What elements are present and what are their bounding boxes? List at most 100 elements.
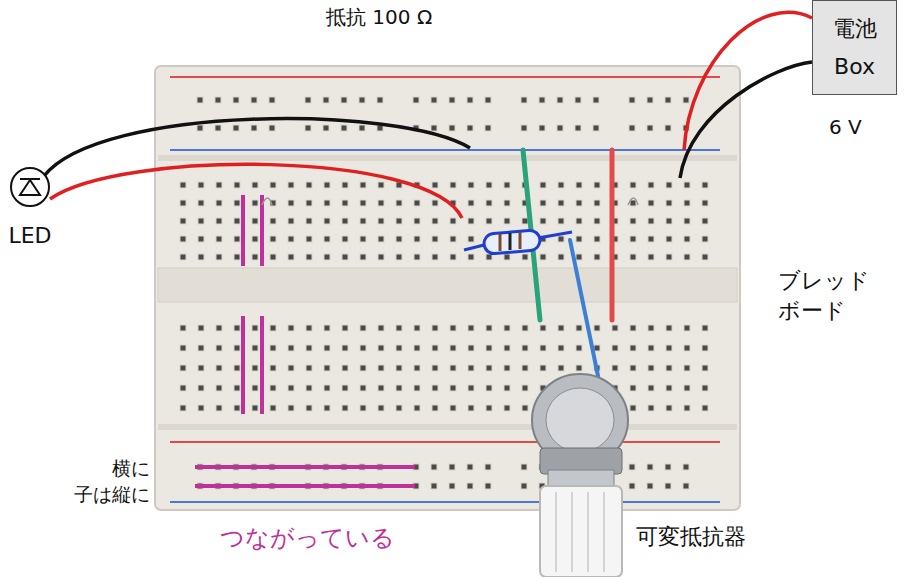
breadboard-hole	[323, 97, 329, 103]
breadboard-hole	[576, 218, 582, 224]
breadboard-hole	[486, 218, 492, 224]
breadboard-hole	[252, 254, 258, 260]
battery-box: 電池 Box	[812, 0, 897, 95]
breadboard-hole	[324, 254, 330, 260]
resistor-symbol	[464, 230, 572, 255]
breadboard-hole	[504, 200, 510, 206]
breadboard-hole	[648, 365, 654, 371]
breadboard-hole	[449, 125, 455, 131]
breadboard-hole	[270, 325, 276, 331]
breadboard-hole	[306, 365, 312, 371]
breadboard-hole	[216, 325, 222, 331]
breadboard-hole	[270, 405, 276, 411]
breadboard-hole	[288, 236, 294, 242]
breadboard-hole	[378, 218, 384, 224]
pot-face	[546, 388, 614, 452]
breadboard-hole	[197, 97, 203, 103]
breadboard-hole	[684, 236, 690, 242]
breadboard-hole	[323, 125, 329, 131]
led-outline	[11, 168, 49, 206]
breadboard-hole	[215, 97, 221, 103]
breadboard-hole	[198, 405, 204, 411]
breadboard-hole	[612, 325, 618, 331]
minus-rail-line	[170, 501, 720, 503]
note-text: 横に	[112, 456, 150, 482]
breadboard-hole	[684, 385, 690, 391]
breadboard-hole	[450, 182, 456, 188]
breadboard-hole	[377, 97, 383, 103]
breadboard-hole	[647, 464, 653, 470]
breadboard-hole	[288, 218, 294, 224]
breadboard-hole	[432, 182, 438, 188]
breadboard-hole	[432, 218, 438, 224]
breadboard-hole	[467, 125, 473, 131]
breadboard-hole	[504, 385, 510, 391]
breadboard-hole	[594, 325, 600, 331]
breadboard-hole	[306, 405, 312, 411]
breadboard-body	[155, 66, 740, 510]
note-text: 子は縦に	[74, 482, 150, 508]
breadboard-hole	[251, 125, 257, 131]
breadboard-hole	[665, 464, 671, 470]
breadboard-hole	[342, 405, 348, 411]
breadboard-hole	[414, 385, 420, 391]
breadboard-hole	[684, 200, 690, 206]
breadboard-hole	[288, 385, 294, 391]
breadboard-hole	[630, 254, 636, 260]
breadboard-hole	[216, 385, 222, 391]
breadboard-hole	[504, 345, 510, 351]
hole-grid	[180, 97, 708, 489]
breadboard-hole	[234, 254, 240, 260]
breadboard-hole	[630, 182, 636, 188]
breadboard-hole	[432, 345, 438, 351]
breadboard-hole	[684, 365, 690, 371]
breadboard-hole	[269, 97, 275, 103]
breadboard-hole	[288, 405, 294, 411]
breadboard-hole	[666, 365, 672, 371]
breadboard-hole	[180, 385, 186, 391]
breadboard-hole	[306, 218, 312, 224]
led-symbol: LED	[8, 165, 52, 249]
breadboard-hole	[576, 182, 582, 188]
breadboard-hole	[378, 200, 384, 206]
breadboard-hole	[666, 405, 672, 411]
breadboard-hole	[234, 182, 240, 188]
breadboard-hole	[522, 254, 528, 260]
diode-triangle	[20, 180, 40, 195]
breadboard-hole	[539, 125, 545, 131]
breadboard-hole	[594, 182, 600, 188]
breadboard-hole	[630, 405, 636, 411]
connection-mark	[195, 465, 415, 469]
breadboard-hole	[306, 345, 312, 351]
breadboard-hole	[432, 405, 438, 411]
knob-ridge	[587, 492, 589, 572]
breadboard-hole	[198, 236, 204, 242]
breadboard-hole	[450, 236, 456, 242]
breadboard-hole	[198, 385, 204, 391]
breadboard-hole	[180, 405, 186, 411]
breadboard-hole	[306, 236, 312, 242]
breadboard-hole	[629, 97, 635, 103]
breadboard-hole	[396, 254, 402, 260]
breadboard-hole	[648, 254, 654, 260]
breadboard-hole	[306, 325, 312, 331]
breadboard-hole	[252, 325, 258, 331]
breadboard-hole	[647, 97, 653, 103]
breadboard-hole	[431, 97, 437, 103]
breadboard-hole	[666, 236, 672, 242]
breadboard-hole	[684, 182, 690, 188]
breadboard-hole	[558, 218, 564, 224]
breadboard-hole	[414, 200, 420, 206]
breadboard-hole	[540, 182, 546, 188]
breadboard-hole	[216, 365, 222, 371]
breadboard-hole	[450, 365, 456, 371]
breadboard-hole	[360, 325, 366, 331]
breadboard-hole	[252, 405, 258, 411]
breadboard-hole	[324, 236, 330, 242]
breadboard-hole	[252, 200, 258, 206]
breadboard-hole	[594, 345, 600, 351]
voltage-label: 6 V	[829, 114, 862, 141]
breadboard-hole	[288, 345, 294, 351]
breadboard-hole	[252, 182, 258, 188]
breadboard-hole	[630, 218, 636, 224]
